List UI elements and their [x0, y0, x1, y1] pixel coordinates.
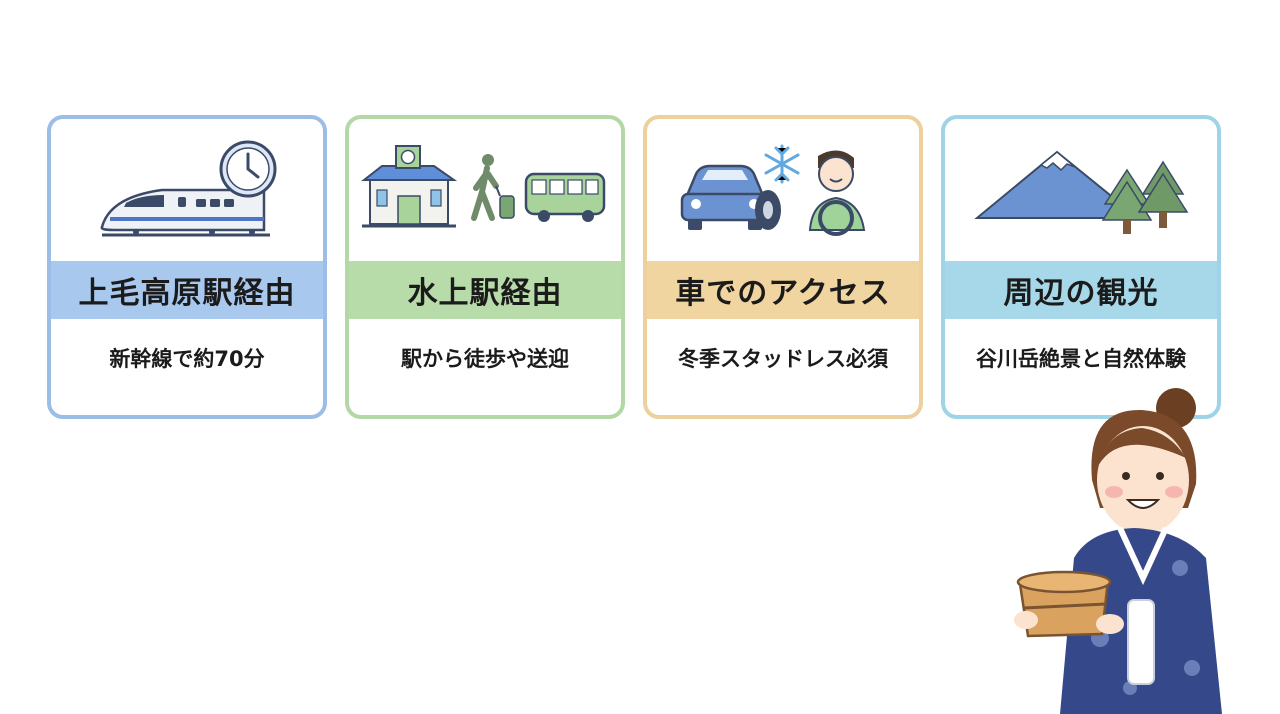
card-subtitle: 駅から徒歩や送迎: [401, 347, 569, 371]
mountain-icon: [974, 150, 1133, 219]
card-subtitle: 新幹線で約70分: [109, 347, 265, 371]
clock-icon: [219, 140, 277, 198]
card-subtitle: 谷川岳絶景と自然体験: [976, 347, 1186, 371]
card-illustration: [51, 119, 323, 261]
tire-icon: [755, 190, 781, 230]
card-minakami: 水上駅経由 駅から徒歩や送迎: [345, 115, 625, 419]
card-title: 周辺の観光: [945, 261, 1217, 319]
card-illustration: [945, 119, 1217, 261]
card-title: 水上駅経由: [349, 261, 621, 319]
card-car-access: 車でのアクセス 冬季スタッドレス必須: [643, 115, 923, 419]
walking-traveler-icon: [471, 154, 515, 221]
card-joumou-kougen: 上毛高原駅経由 新幹線で約70分: [47, 115, 327, 419]
car-icon: [680, 164, 770, 230]
yukata-woman-illustration: [1014, 388, 1222, 714]
driver-icon: [808, 150, 866, 236]
station-icon: [361, 145, 458, 228]
card-title: 上毛高原駅経由: [51, 261, 323, 319]
card-illustration: [647, 119, 919, 261]
card-illustration: [349, 119, 621, 261]
card-title: 車でのアクセス: [647, 261, 919, 319]
bus-icon: [524, 172, 606, 222]
access-cards: 上毛高原駅経由 新幹線で約70分: [47, 115, 1221, 419]
tree-icon: [1101, 160, 1189, 234]
snowflake-icon: [764, 144, 800, 184]
card-subtitle: 冬季スタッドレス必須: [678, 347, 888, 371]
card-sightseeing: 周辺の観光 谷川岳絶景と自然体験: [941, 115, 1221, 419]
